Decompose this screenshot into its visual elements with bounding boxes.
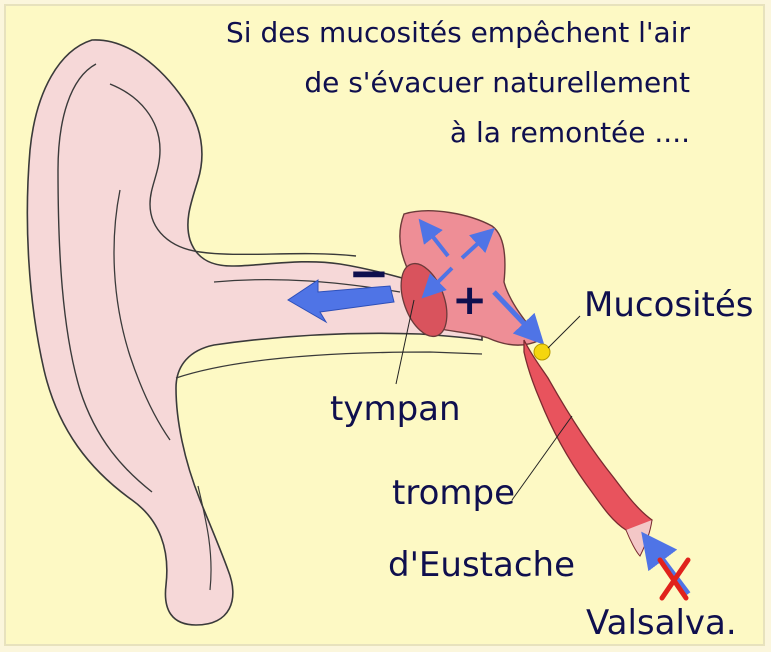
minus-sign: − [348, 244, 390, 302]
label-trompe: trompe [392, 473, 515, 513]
mucus-blob [534, 344, 550, 360]
mucosites-leader [548, 316, 580, 348]
caption-line-1: Si des mucosités empêchent l'air [226, 16, 690, 49]
plus-sign: + [452, 275, 487, 324]
label-tympan: tympan [330, 389, 461, 429]
label-eustache: d'Eustache [388, 545, 575, 585]
outer-ear [27, 40, 482, 625]
caption-line-2: de s'évacuer naturellement [304, 66, 690, 99]
caption-line-3: à la remontée .... [450, 116, 690, 149]
label-mucosites: Mucosités [584, 285, 754, 325]
canal-lower-wall [176, 352, 482, 378]
label-valsalva: Valsalva. [586, 603, 737, 643]
trompe-leader [512, 416, 572, 500]
eustachian-tube [524, 340, 652, 531]
